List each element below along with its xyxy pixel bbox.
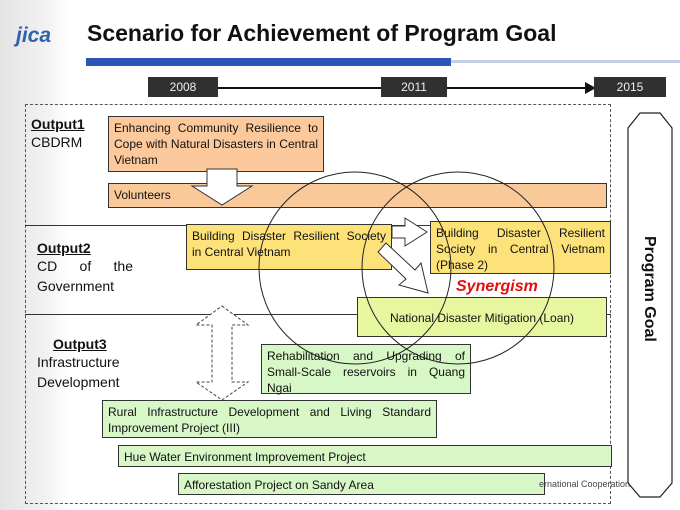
- output3-heading: Output3: [53, 336, 107, 352]
- project-national-mitigation: National Disaster Mitigation (Loan): [357, 297, 607, 337]
- project-rural-infrastructure: Rural Infrastructure Development and Liv…: [102, 400, 437, 438]
- synergism-label: Synergism: [456, 278, 538, 295]
- project-building-society: Building Disaster Resilient Society in C…: [186, 224, 392, 270]
- page-title: Scenario for Achievement of Program Goal: [87, 20, 557, 46]
- synergy-cycle-left: [258, 171, 452, 365]
- title-underline-bar: [86, 58, 451, 66]
- output1-label: Output1 CBDRM: [31, 116, 85, 152]
- project-afforestation: Afforestation Project on Sandy Area: [178, 473, 545, 495]
- output2-label: Output2 CD of the Government: [37, 240, 133, 296]
- outputs-frame: [25, 104, 611, 504]
- output3-label: Output3 Infrastructure Development: [37, 336, 141, 392]
- output2-sub: CD of the Government: [37, 258, 133, 294]
- project-rehabilitation-reservoirs: Rehabilitation and Upgrading of Small-Sc…: [261, 344, 471, 395]
- synergy-cycle-right: [361, 171, 555, 365]
- double-arrow-icon: [194, 305, 250, 401]
- footer-text: ernational Cooperation: [539, 479, 631, 489]
- year-label-2015: 2015: [594, 77, 666, 97]
- title-underline-thin: [451, 60, 680, 63]
- row-separator-2: [25, 314, 611, 315]
- output1-heading: Output1: [31, 116, 85, 132]
- program-goal-container: [627, 112, 673, 498]
- down-arrow-icon: [190, 168, 254, 206]
- right-arrow-icon: [391, 217, 428, 247]
- output3-sub: Infrastructure Development: [37, 354, 120, 390]
- project-building-society-phase2: Building Disaster Resilient Society in C…: [430, 221, 611, 274]
- program-goal-label: Program Goal: [641, 236, 658, 342]
- year-label-2008: 2008: [148, 77, 218, 97]
- left-gradient-band: [0, 0, 68, 510]
- project-enhancing-resilience: Enhancing Community Resilience to Cope w…: [108, 116, 324, 172]
- output2-heading: Output2: [37, 240, 91, 256]
- jica-logo: jica: [16, 24, 52, 47]
- project-volunteers: Volunteers: [108, 183, 607, 208]
- timeline-arrow-head: [585, 82, 596, 94]
- year-label-2011: 2011: [381, 77, 447, 97]
- diagonal-arrow-icon: [377, 242, 429, 294]
- project-hue-water: Hue Water Environment Improvement Projec…: [118, 445, 612, 467]
- output1-sub: CBDRM: [31, 134, 83, 150]
